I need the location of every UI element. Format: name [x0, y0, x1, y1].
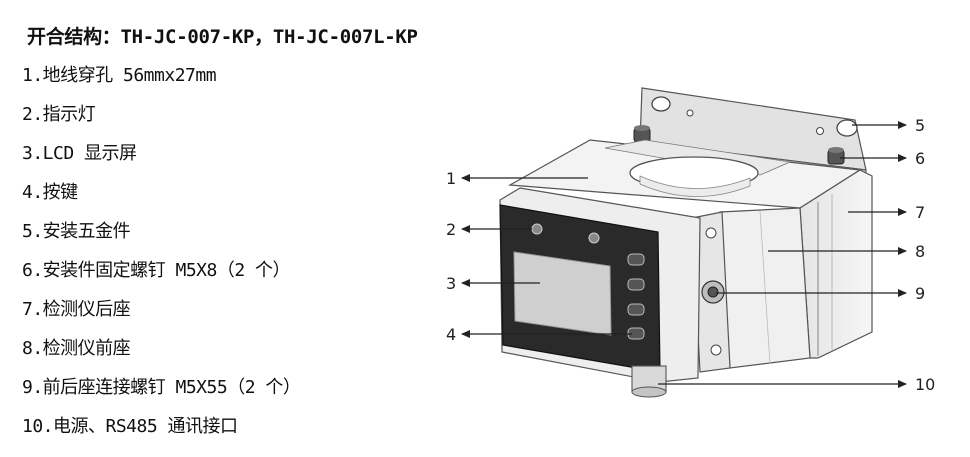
list-item: 9.前后座连接螺钉 M5X55（2 个） — [22, 377, 301, 398]
power-rs485-connector — [631, 365, 667, 398]
callout-label: 5 — [915, 116, 925, 135]
bracket-screw-left — [633, 125, 651, 143]
ground-wire-hole — [629, 156, 759, 197]
callout-label: 8 — [915, 242, 925, 261]
callout-label: 4 — [446, 325, 456, 344]
connecting-screw — [701, 280, 725, 304]
indicator-light-right — [588, 232, 600, 244]
callout-label: 1 — [446, 169, 456, 188]
page-title: 开合结构：TH-JC-007-KP，TH-JC-007L-KP — [27, 26, 418, 48]
list-item: 5.安装五金件 — [22, 221, 131, 242]
callout-label: 9 — [915, 284, 925, 303]
list-item: 2.指示灯 — [22, 104, 96, 125]
list-item: 6.安装件固定螺钉 M5X8（2 个） — [22, 260, 291, 281]
bracket-screw-right — [827, 147, 845, 165]
callout-label: 3 — [446, 274, 456, 293]
key-buttons — [627, 253, 645, 340]
callout-lines — [461, 121, 907, 388]
list-item: 4.按键 — [22, 182, 78, 203]
list-item: 1.地线穿孔 56mmx27mm — [22, 65, 217, 86]
list-item: 10.电源、RS485 通讯接口 — [22, 416, 238, 437]
callout-label: 10 — [915, 375, 935, 394]
list-item: 3.LCD 显示屏 — [22, 143, 137, 164]
list-item: 7.检测仪后座 — [22, 299, 131, 320]
front-housing — [719, 207, 811, 369]
indicator-light-left — [531, 223, 543, 235]
list-item: 8.检测仪前座 — [22, 338, 131, 359]
callout-label: 2 — [446, 220, 456, 239]
parts-list: 1.地线穿孔 56mmx27mm 2.指示灯 3.LCD 显示屏 4.按键 5.… — [22, 62, 301, 452]
lcd-display — [513, 251, 612, 336]
callout-label: 6 — [915, 149, 925, 168]
callout-label: 7 — [915, 203, 925, 222]
